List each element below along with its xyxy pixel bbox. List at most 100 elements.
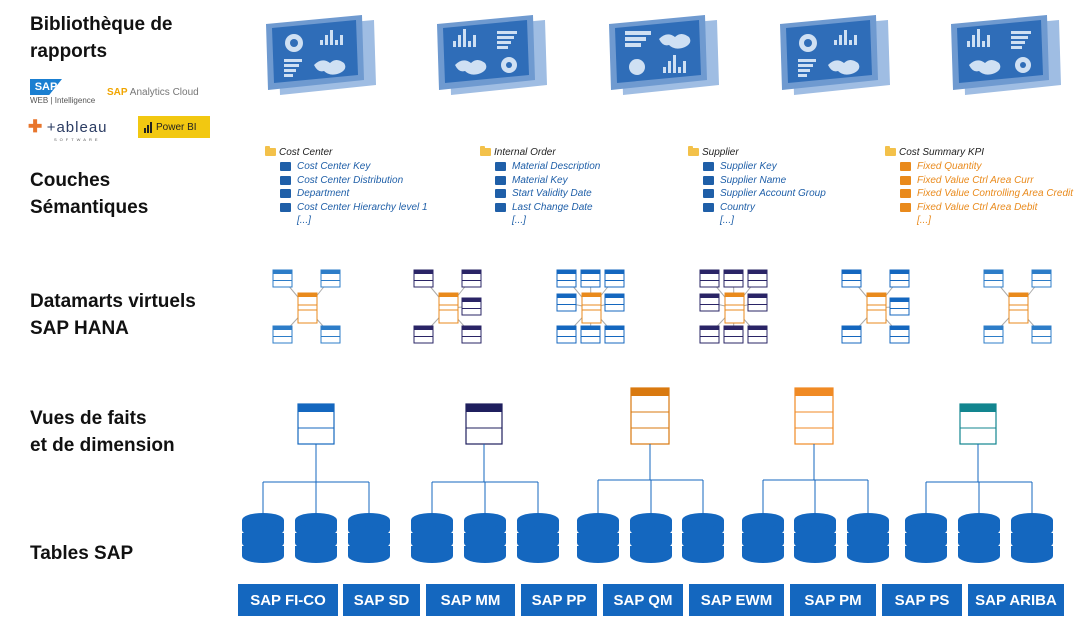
fact-view-table — [297, 403, 335, 445]
datamart-cluster — [413, 269, 482, 344]
power-bi-logo: Power BI — [138, 116, 210, 138]
layer-label-datamarts: Datamarts virtuels SAP HANA — [30, 291, 196, 339]
semantic-field: Supplier Name — [688, 174, 826, 188]
folder-icon — [480, 146, 491, 156]
field-icon — [495, 175, 506, 185]
sap-module-box: SAP FI-CO — [238, 584, 338, 616]
database-icon — [464, 513, 506, 563]
report-dashboard-icon — [951, 15, 1061, 95]
field-icon — [900, 189, 911, 198]
semantic-field: Fixed Quantity — [885, 160, 1073, 174]
sap-module-box: SAP MM — [426, 584, 515, 616]
semantic-field: Cost Center Distribution — [265, 174, 428, 188]
sap-module-box: SAP PS — [882, 584, 962, 616]
layer-label-tables: Tables SAP — [30, 543, 134, 564]
semantic-folder-title: Supplier — [688, 146, 826, 160]
database-icon — [295, 513, 337, 563]
report-dashboard-icon — [609, 15, 719, 95]
semantic-field: Material Key — [480, 174, 600, 188]
sap-module-box: SAP EWM — [689, 584, 784, 616]
semantic-field: Supplier Key — [688, 160, 826, 174]
field-icon — [703, 175, 714, 185]
semantic-field: Fixed Value Ctrl Area Debit — [885, 201, 1073, 215]
sap-module-box: SAP PM — [790, 584, 876, 616]
sap-module-box: SAP PP — [521, 584, 597, 616]
sap-module-box: SAP ARIBA — [968, 584, 1064, 616]
sap-analytics-cloud-logo: SAP Analytics Cloud — [107, 87, 199, 98]
connector-tree — [925, 444, 1033, 515]
connector-tree — [262, 444, 370, 515]
semantic-folder-title: Internal Order — [480, 146, 600, 160]
database-icon — [348, 513, 390, 563]
field-icon — [280, 189, 291, 198]
semantic-field: Country — [688, 201, 826, 215]
datamart-cluster — [272, 269, 341, 344]
datamart-cluster — [556, 269, 625, 344]
semantic-field: Fixed Value Controlling Area Credit — [885, 187, 1073, 201]
layer-label-library: Bibliothèque de rapports — [30, 14, 173, 62]
fact-view-table — [794, 387, 834, 445]
layer-label-semantic: Couches Sémantiques — [30, 170, 149, 218]
database-icon — [742, 513, 784, 563]
database-icon — [682, 513, 724, 563]
semantic-more: [...] — [297, 215, 311, 226]
connector-tree — [762, 444, 869, 515]
field-icon — [495, 189, 506, 198]
database-icon — [517, 513, 559, 563]
tableau-logo: ✚ +ableau SOFTWARE — [28, 117, 108, 142]
database-icon — [1011, 513, 1053, 563]
semantic-field: Material Description — [480, 160, 600, 174]
database-icon — [630, 513, 672, 563]
database-icon — [847, 513, 889, 563]
folder-icon — [265, 146, 276, 156]
database-icon — [577, 513, 619, 563]
semantic-more: [...] — [512, 215, 526, 226]
database-icon — [794, 513, 836, 563]
field-icon — [703, 162, 714, 171]
database-icon — [411, 513, 453, 563]
power-bi-icon — [144, 121, 152, 133]
field-icon — [900, 162, 911, 171]
semantic-more: [...] — [720, 215, 734, 226]
semantic-field: Fixed Value Ctrl Area Curr — [885, 174, 1073, 188]
field-icon — [280, 202, 291, 212]
datamart-cluster — [699, 269, 768, 344]
semantic-field: Supplier Account Group — [688, 187, 826, 201]
database-icon — [242, 513, 284, 563]
sap-module-box: SAP SD — [343, 584, 420, 616]
semantic-field: Cost Center Hierarchy level 1 — [265, 201, 428, 215]
field-icon — [280, 162, 291, 171]
datamart-cluster — [983, 269, 1052, 344]
field-icon — [495, 202, 506, 212]
report-dashboard-icon — [780, 15, 890, 95]
datamart-cluster — [841, 269, 910, 344]
sap-module-box: SAP QM — [603, 584, 683, 616]
semantic-field: Department — [265, 187, 428, 201]
field-icon — [280, 175, 291, 185]
folder-icon — [688, 146, 699, 156]
semantic-more: [...] — [917, 215, 931, 226]
semantic-folder-title: Cost Center — [265, 146, 428, 160]
fact-view-table — [959, 403, 997, 445]
sap-webi-logo: SAP WEB | Intelligence — [30, 79, 95, 105]
report-dashboard-icon — [266, 15, 376, 95]
database-icon — [958, 513, 1000, 563]
field-icon — [900, 202, 911, 212]
database-icon — [905, 513, 947, 563]
layer-label-views: Vues de faits et de dimension — [30, 408, 175, 456]
field-icon — [495, 162, 506, 171]
connector-tree — [597, 444, 704, 515]
semantic-field: Last Change Date — [480, 201, 600, 215]
tableau-icon: ✚ — [28, 117, 43, 136]
fact-view-table — [630, 387, 670, 445]
semantic-field: Start Validity Date — [480, 187, 600, 201]
connector-tree — [431, 444, 539, 515]
field-icon — [703, 202, 714, 212]
folder-icon — [885, 146, 896, 156]
report-dashboard-icon — [437, 15, 547, 95]
